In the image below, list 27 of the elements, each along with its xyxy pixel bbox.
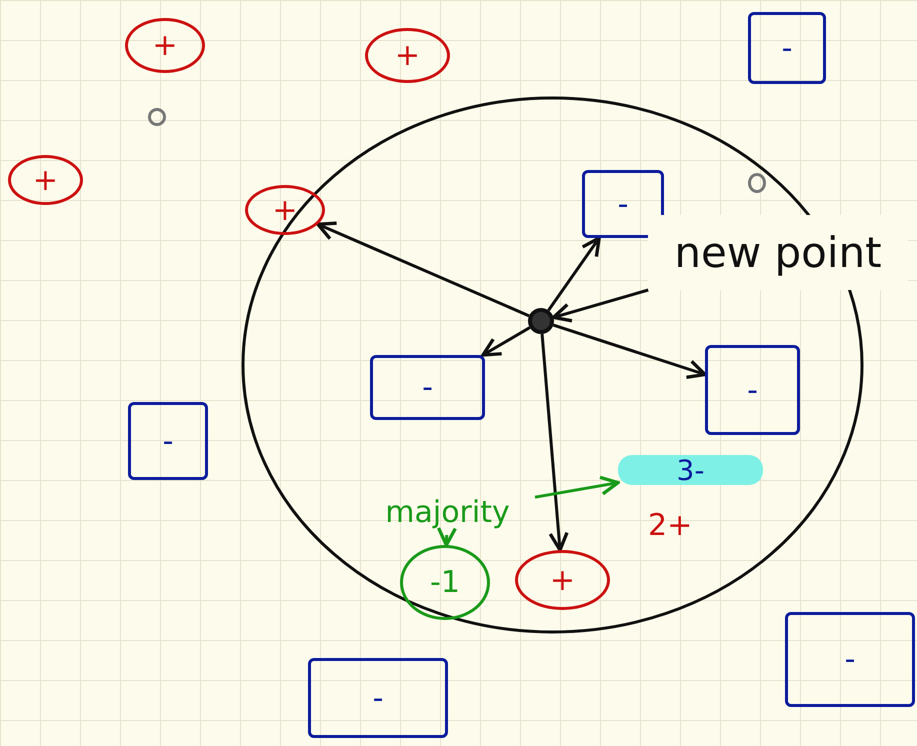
arrow: [552, 288, 649, 322]
arrow: [540, 334, 569, 552]
vote-count: 3-: [618, 455, 763, 485]
positive-sample-circle: +: [515, 550, 610, 610]
arrow: [436, 526, 458, 547]
negative-sample-box: -: [705, 345, 800, 435]
dot-marker: [748, 173, 766, 193]
negative-sample-box: -: [370, 355, 485, 420]
positive-sample-circle: +: [8, 155, 83, 205]
vote-count: 2+: [648, 508, 692, 543]
arrow: [534, 476, 620, 499]
negative-sample-box: -: [785, 612, 915, 707]
negative-sample-box: -: [308, 658, 448, 738]
negative-sample-box: -: [128, 402, 208, 480]
negative-sample-box: -: [748, 12, 826, 84]
positive-sample-circle: +: [365, 28, 450, 83]
prediction-circle: -1: [400, 545, 490, 620]
arrow: [316, 222, 530, 318]
arrow: [547, 236, 601, 312]
positive-sample-circle: +: [125, 18, 205, 73]
arrow: [481, 326, 531, 357]
positive-sample-circle: +: [245, 185, 325, 235]
query-point: [528, 308, 554, 334]
annotation-text: new point: [648, 215, 908, 290]
annotation-text: majority: [360, 490, 535, 535]
dot-marker: [148, 108, 166, 126]
arrow: [552, 324, 707, 379]
